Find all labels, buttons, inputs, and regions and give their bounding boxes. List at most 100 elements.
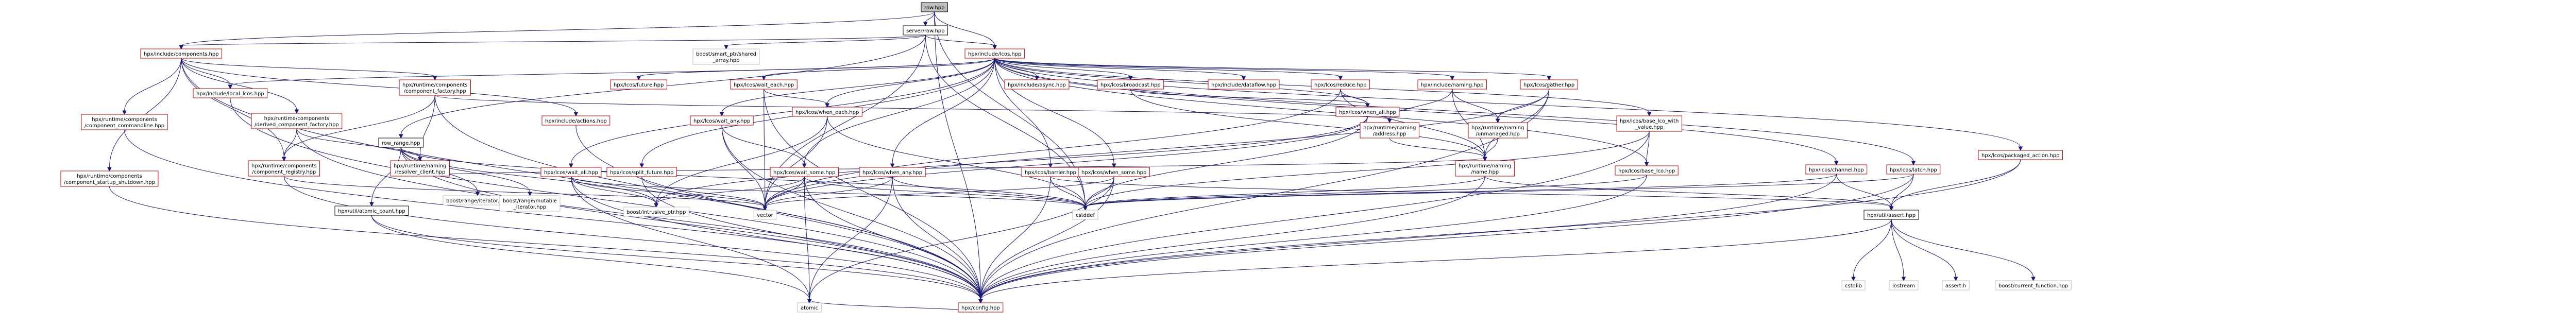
dependency-edge <box>980 89 1550 300</box>
graph-node-current-function[interactable]: boost/current_function.hpp <box>1995 280 2072 290</box>
graph-node-assert[interactable]: hpx/util/assert.hpp <box>1863 210 1919 220</box>
node-label: assert.h <box>1945 283 1966 289</box>
dependency-edge <box>980 131 1650 300</box>
graph-node-latch[interactable]: hpx/lcos/latch.hpp <box>1886 164 1941 175</box>
node-label: boost/range/iterator.hpp <box>446 198 509 204</box>
graph-node-base-lco-value[interactable]: hpx/lcos/base_lco_with_value.hpp <box>1616 115 1682 132</box>
graph-node-barrier[interactable]: hpx/lcos/barrier.hpp <box>1021 167 1080 177</box>
graph-node-wait-all[interactable]: hpx/lcos/wait_all.hpp <box>540 167 602 177</box>
graph-node-future[interactable]: hpx/lcos/future.hpp <box>610 79 667 90</box>
graph-node-gather[interactable]: hpx/lcos/gather.hpp <box>1520 79 1578 90</box>
graph-node-startup-shutdown[interactable]: hpx/runtime/components/component_startup… <box>60 170 159 187</box>
graph-node-unmanaged[interactable]: hpx/runtime/naming/unmanaged.hpp <box>1468 122 1528 139</box>
dependency-edge <box>1085 116 1368 208</box>
graph-node-reduce[interactable]: hpx/lcos/reduce.hpp <box>1311 79 1370 90</box>
graph-node-components[interactable]: hpx/include/components.hpp <box>140 48 223 59</box>
edge-arrowhead <box>1111 163 1116 168</box>
node-label: hpx/runtime/components <box>402 82 468 88</box>
edge-arrowhead <box>475 192 480 197</box>
dependency-edge <box>980 176 1051 300</box>
graph-node-async-lcos[interactable]: hpx/include/async.hpp <box>1004 79 1070 90</box>
dependency-edge <box>994 58 1131 77</box>
graph-node-mutable-iterator[interactable]: boost/range/mutable_iterator.hpp <box>499 195 561 212</box>
graph-node-split-future[interactable]: hpx/lcos/split_future.hpp <box>606 167 677 177</box>
node-box <box>1615 165 1679 176</box>
dependency-edge <box>764 89 766 208</box>
dependency-edge <box>371 215 981 300</box>
graph-node-root[interactable]: row.hpp <box>921 2 948 12</box>
dependency-edge <box>1891 219 1956 278</box>
graph-node-base-lco[interactable]: hpx/lcos/base_lco.hpp <box>1615 165 1679 176</box>
graph-node-row-range[interactable]: row_range.hpp <box>378 138 423 148</box>
edge-arrowhead <box>228 84 233 90</box>
node-label: hpx/lcos/reduce.hpp <box>1314 82 1367 88</box>
graph-node-wait-some[interactable]: hpx/lcos/wait_some.hpp <box>770 167 839 177</box>
dependency-edge <box>994 58 1368 105</box>
dependency-edge <box>283 176 981 300</box>
graph-node-assert-h[interactable]: assert.h <box>1942 280 1970 290</box>
graph-node-config[interactable]: hpx/config.hpp <box>958 302 1004 313</box>
graph-node-atomic-count[interactable]: hpx/util/atomic_count.hpp <box>334 205 409 216</box>
dependency-edge <box>1389 138 1485 158</box>
graph-node-dataflow[interactable]: hpx/include/dataflow.hpp <box>1208 79 1280 90</box>
edge-arrowhead <box>1387 118 1392 124</box>
dependency-edge <box>827 58 995 105</box>
graph-node-broadcast[interactable]: hpx/lcos/broadcast.hpp <box>1097 79 1164 90</box>
edge-arrowhead <box>573 112 579 117</box>
graph-node-component-factory[interactable]: hpx/runtime/components/component_factory… <box>399 79 471 96</box>
edge-arrowhead <box>2031 277 2036 282</box>
dependency-edge <box>764 58 995 77</box>
graph-node-resolver-client[interactable]: hpx/runtime/naming/resolver_client.hpp <box>390 160 450 177</box>
dependency-edge <box>1891 219 2034 278</box>
dependency-edge <box>764 89 828 105</box>
graph-node-local-lcos[interactable]: hpx/include/local_lcos.hpp <box>193 88 268 98</box>
graph-node-packaged-action[interactable]: hpx/lcos/packaged_action.hpp <box>1978 150 2063 160</box>
graph-node-component-registry[interactable]: hpx/runtime/components/component_registr… <box>248 160 320 177</box>
graph-node-when-some[interactable]: hpx/lcos/when_some.hpp <box>1078 167 1150 177</box>
graph-node-wait-any[interactable]: hpx/lcos/wait_any.hpp <box>690 115 754 126</box>
graph-node-iostream[interactable]: iostream <box>1889 280 1919 290</box>
edge-arrowhead <box>825 103 829 108</box>
graph-node-when-all[interactable]: hpx/lcos/when_all.hpp <box>1335 107 1400 117</box>
node-box <box>958 302 1004 313</box>
node-label: /component_factory.hpp <box>404 89 466 94</box>
graph-node-ptr-shared[interactable]: boost/smart_ptr/shared_array.hpp <box>692 48 760 65</box>
node-box <box>797 302 822 313</box>
graph-node-channel[interactable]: hpx/lcos/channel.hpp <box>1805 164 1868 175</box>
graph-node-naming-address[interactable]: hpx/runtime/naming/address.hpp <box>1360 122 1419 139</box>
node-label: hpx/include/naming.hpp <box>1421 82 1483 88</box>
graph-node-when-any[interactable]: hpx/lcos/when_any.hpp <box>859 167 926 177</box>
edge-arrowhead <box>369 202 374 207</box>
dependency-edge <box>570 58 995 165</box>
node-box <box>1616 115 1682 132</box>
dependency-edge <box>181 35 926 46</box>
edge-arrowhead <box>1482 157 1487 162</box>
graph-node-when-each[interactable]: hpx/lcos/when_each.hpp <box>792 107 862 117</box>
graph-node-cstddef[interactable]: cstddef <box>1072 210 1098 220</box>
dependency-edge <box>721 58 995 113</box>
graph-node-intrusive-ptr[interactable]: boost/intrusive_ptr.hpp <box>623 207 689 217</box>
node-box <box>1072 210 1098 220</box>
graph-node-lcos[interactable]: hpx/include/lcos.hpp <box>964 48 1025 59</box>
dependency-edge <box>283 176 766 208</box>
node-box <box>606 167 677 177</box>
node-box <box>610 79 667 90</box>
graph-node-derived-factory[interactable]: hpx/runtime/components/derived_component… <box>251 113 343 129</box>
graph-node-atomic[interactable]: atomic <box>797 302 822 313</box>
graph-node-iterator[interactable]: boost/range/iterator.hpp <box>443 195 513 205</box>
edge-arrowhead <box>122 110 127 115</box>
graph-node-naming-name[interactable]: hpx/runtime/naming/name.hpp <box>1455 160 1515 177</box>
graph-node-wait-each[interactable]: hpx/lcos/wait_each.hpp <box>730 79 798 90</box>
dependency-edge <box>721 125 805 165</box>
graph-node-cstdlib[interactable]: cstdlib <box>1841 280 1866 290</box>
dependency-edge <box>721 125 766 208</box>
graph-node-vector[interactable]: vector <box>753 210 777 220</box>
graph-node-naming-hpp[interactable]: hpx/include/naming.hpp <box>1417 79 1487 90</box>
graph-node-serverrow[interactable]: server/row.hpp <box>903 25 948 36</box>
node-label: /derived_component_factory.hpp <box>255 122 339 128</box>
graph-node-component-commandline[interactable]: hpx/runtime/components/component_command… <box>81 114 168 130</box>
dependency-edge <box>925 11 935 23</box>
node-label: hpx/runtime/naming <box>1471 125 1524 131</box>
edge-arrowhead <box>802 163 807 168</box>
graph-node-actions[interactable]: hpx/include/actions.hpp <box>541 115 611 126</box>
